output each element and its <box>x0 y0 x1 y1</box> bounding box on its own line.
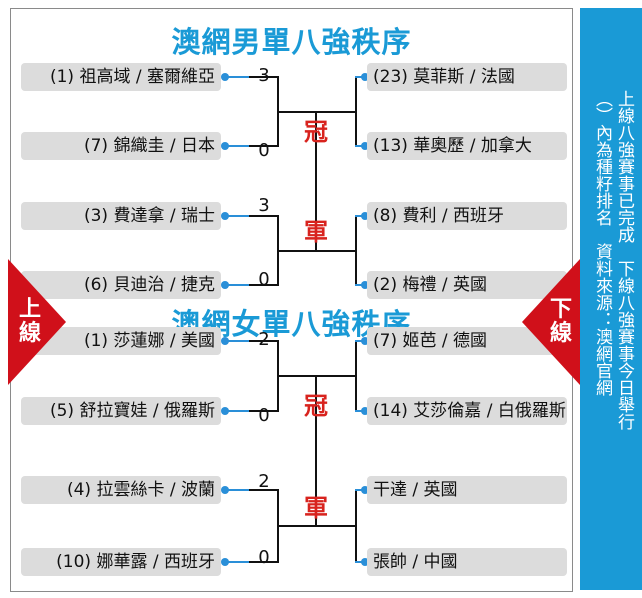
women-right-dot-1 <box>361 337 369 345</box>
women-right-dot-3 <box>361 486 369 494</box>
men-bracket-line <box>317 250 357 252</box>
women-left-score-3: 2 <box>258 471 270 492</box>
men-right-dot-2 <box>361 142 369 150</box>
women-right-player-2: (14) 艾莎倫嘉 / 白俄羅斯 <box>367 397 567 425</box>
men-right-dot-1 <box>361 73 369 81</box>
men-left-player-1: (1) 祖高域 / 塞爾維亞 <box>21 63 221 91</box>
men-bracket-line <box>249 215 279 217</box>
note-line-2: （）內為種籽排名 資料來源：澳網官網 <box>592 90 612 396</box>
women-left-player-4: (10) 娜華露 / 西班牙 <box>21 548 221 576</box>
men-bracket-line <box>317 111 357 113</box>
women-bracket-line <box>225 410 249 412</box>
women-left-player-3: (4) 拉雲絲卡 / 波蘭 <box>21 476 221 504</box>
women-bracket-line <box>249 340 279 342</box>
men-champion-char-1: 冠 <box>304 118 328 146</box>
men-bracket-line <box>249 76 279 78</box>
men-bracket-line <box>355 76 357 147</box>
women-right-dot-2 <box>361 407 369 415</box>
men-bracket-line <box>355 215 357 286</box>
men-left-tick-2 <box>225 145 249 147</box>
men-left-tick-3 <box>225 215 249 217</box>
upper-bracket-arrow <box>8 259 66 385</box>
women-bracket-line <box>277 525 317 527</box>
women-bracket-line <box>355 489 357 563</box>
women-bracket-line <box>315 375 317 527</box>
men-right-dot-3 <box>361 212 369 220</box>
men-right-player-2: (13) 華奧歷 / 加拿大 <box>367 132 567 160</box>
men-bracket-line <box>249 145 279 147</box>
women-bracket-line <box>355 489 363 491</box>
men-left-score-3: 3 <box>258 195 270 216</box>
men-left-score-4: 0 <box>258 269 270 290</box>
women-bracket-line <box>225 561 249 563</box>
women-champion-char-1: 冠 <box>304 392 328 420</box>
men-left-tick-4 <box>225 284 249 286</box>
men-left-score-2: 0 <box>258 140 270 161</box>
women-bracket-line <box>225 489 249 491</box>
men-champion-char-2: 軍 <box>304 218 328 246</box>
bracket-panel: 澳網男單八強秩序 (1) 祖高域 / 塞爾維亞 (7) 錦織圭 / 日本 (3)… <box>10 8 573 592</box>
men-left-player-2: (7) 錦織圭 / 日本 <box>21 132 221 160</box>
women-bracket-line <box>249 410 279 412</box>
women-right-player-4: 張帥 / 中國 <box>367 548 567 576</box>
note-line-1: 上線八強賽事已完成 下線八強賽事今日舉行 <box>614 90 634 430</box>
women-bracket-line <box>249 489 279 491</box>
women-left-score-4: 0 <box>258 547 270 568</box>
men-bracket-line <box>277 250 317 252</box>
men-bracket-line <box>355 215 363 217</box>
men-bracket-line <box>277 111 317 113</box>
men-title: 澳網男單八強秩序 <box>171 25 412 59</box>
men-left-player-3: (3) 費達拿 / 瑞士 <box>21 202 221 230</box>
women-left-score-1: 2 <box>254 329 274 350</box>
women-champion-char-2: 軍 <box>304 494 328 522</box>
men-bracket-line <box>355 76 363 78</box>
women-bracket-line <box>355 410 363 412</box>
men-bracket-line <box>315 111 317 252</box>
men-right-dot-4 <box>361 281 369 289</box>
women-left-player-2: (5) 舒拉寶娃 / 俄羅斯 <box>21 397 221 425</box>
lower-bracket-label: 下線 <box>549 297 572 346</box>
women-bracket-line <box>249 561 279 563</box>
men-left-tick-1 <box>225 76 249 78</box>
women-left-score-2: 0 <box>258 405 270 426</box>
women-right-dot-4 <box>361 558 369 566</box>
women-bracket-line <box>317 525 357 527</box>
men-bracket-line <box>249 284 279 286</box>
women-bracket-line <box>355 340 363 342</box>
women-bracket-line <box>355 340 357 412</box>
women-bracket-line <box>317 375 357 377</box>
lower-bracket-arrow <box>522 259 580 385</box>
men-bracket-line <box>355 145 363 147</box>
women-bracket-line <box>277 375 317 377</box>
notes-sidebar: 上線八強賽事已完成 下線八強賽事今日舉行 （）內為種籽排名 資料來源：澳網官網 <box>580 8 642 590</box>
upper-bracket-label: 上線 <box>18 297 41 346</box>
men-right-player-3: (8) 費利 / 西班牙 <box>367 202 567 230</box>
men-bracket-line <box>355 284 363 286</box>
women-right-player-3: 干達 / 英國 <box>367 476 567 504</box>
women-bracket-line <box>355 561 363 563</box>
men-right-player-1: (23) 莫菲斯 / 法國 <box>367 63 567 91</box>
women-bracket-line <box>225 340 249 342</box>
men-left-score-1: 3 <box>254 65 274 86</box>
